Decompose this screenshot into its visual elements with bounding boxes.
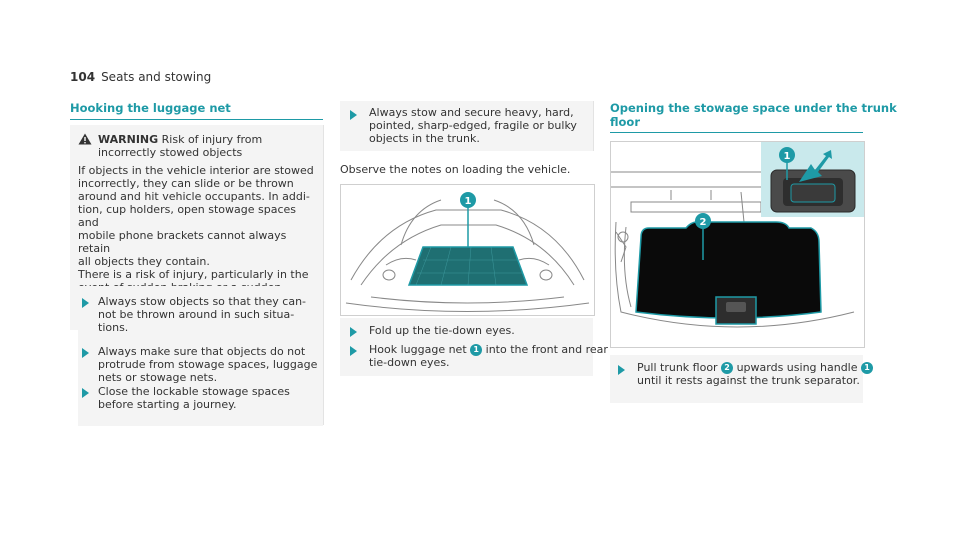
text-line: mobile phone brackets cannot always reta… bbox=[78, 229, 287, 255]
heading-line: Opening the stowage space under the trun… bbox=[610, 101, 897, 115]
text-line: objects in the trunk. bbox=[369, 132, 480, 145]
trunk-floor-illustration: 1 2 bbox=[610, 141, 865, 348]
steps-background bbox=[78, 286, 323, 426]
text-line: around and hit vehicle occupants. In add… bbox=[78, 190, 310, 203]
column-divider bbox=[323, 125, 324, 425]
heading-rule bbox=[70, 119, 323, 120]
steps-box-top bbox=[340, 101, 593, 151]
callout-1: 1 bbox=[470, 344, 483, 356]
steps-box-bottom bbox=[340, 318, 593, 376]
heading-line: floor bbox=[610, 115, 640, 129]
warning-title: WARNING bbox=[98, 133, 159, 146]
box-divider bbox=[593, 101, 594, 151]
text-line: protrude from stowage spaces, luggage bbox=[98, 358, 318, 371]
warning-box: WARNING Risk of injury from incorrectly … bbox=[70, 125, 323, 330]
step-item: Hook luggage net 1 into the front and re… bbox=[369, 343, 608, 369]
callout-1: 1 bbox=[861, 362, 874, 374]
step-arrow-icon bbox=[82, 298, 89, 308]
text-line: nets or stowage nets. bbox=[98, 371, 218, 384]
callout-1: 1 bbox=[465, 196, 472, 207]
step-item: Always stow objects so that they can-not… bbox=[98, 295, 306, 334]
text-line: tion, cup holders, open stowage spaces a… bbox=[78, 203, 297, 229]
step-item: Fold up the tie-down eyes. bbox=[369, 324, 515, 337]
callout-2: 2 bbox=[721, 362, 734, 374]
heading-rule bbox=[610, 132, 863, 133]
section-title: Seats and stowing bbox=[101, 70, 212, 84]
text-line: If objects in the vehicle interior are s… bbox=[78, 164, 314, 177]
step-item: Always stow and secure heavy, hard,point… bbox=[369, 106, 577, 145]
text-line: Always make sure that objects do not bbox=[98, 345, 306, 358]
step-arrow-icon bbox=[82, 388, 89, 398]
step-arrow-icon bbox=[350, 327, 357, 337]
trunk-net-illustration: 1 bbox=[340, 184, 595, 316]
text-line: all objects they contain. bbox=[78, 255, 210, 268]
step-arrow-icon bbox=[618, 365, 625, 375]
text-line: Always stow and secure heavy, hard, bbox=[369, 106, 574, 119]
text-line: pointed, sharp-edged, fragile or bulky bbox=[369, 119, 577, 132]
page-number: 104 bbox=[70, 70, 96, 84]
step-arrow-icon bbox=[82, 348, 89, 358]
text-line: There is a risk of injury, particularly … bbox=[78, 268, 309, 281]
warning-paragraph-1: If objects in the vehicle interior are s… bbox=[78, 164, 315, 268]
step-arrow-icon bbox=[350, 110, 357, 120]
text-line: Always stow objects so that they can- bbox=[98, 295, 307, 308]
text-line: tions. bbox=[98, 321, 129, 334]
text-line: Close the lockable stowage spaces bbox=[98, 385, 290, 398]
heading-stowage-space: Opening the stowage space under the trun… bbox=[610, 101, 897, 129]
steps-box-right bbox=[610, 355, 863, 403]
warning-lead: Risk of injury from incorrectly stowed o… bbox=[98, 133, 263, 159]
callout-1: 1 bbox=[784, 151, 791, 162]
step-item: Pull trunk floor 2 upwards using handle … bbox=[637, 361, 874, 387]
observe-note: Observe the notes on loading the vehicle… bbox=[340, 163, 571, 176]
page-header: 104 Seats and stowing bbox=[70, 70, 211, 84]
warning-triangle-icon bbox=[78, 133, 98, 159]
step-arrow-icon bbox=[350, 346, 357, 356]
text-line: before starting a journey. bbox=[98, 398, 237, 411]
text-line: not be thrown around in such situa- bbox=[98, 308, 295, 321]
heading-luggage-net: Hooking the luggage net bbox=[70, 101, 231, 115]
callout-2: 2 bbox=[700, 217, 707, 228]
text-line: incorrectly, they can slide or be thrown bbox=[78, 177, 294, 190]
